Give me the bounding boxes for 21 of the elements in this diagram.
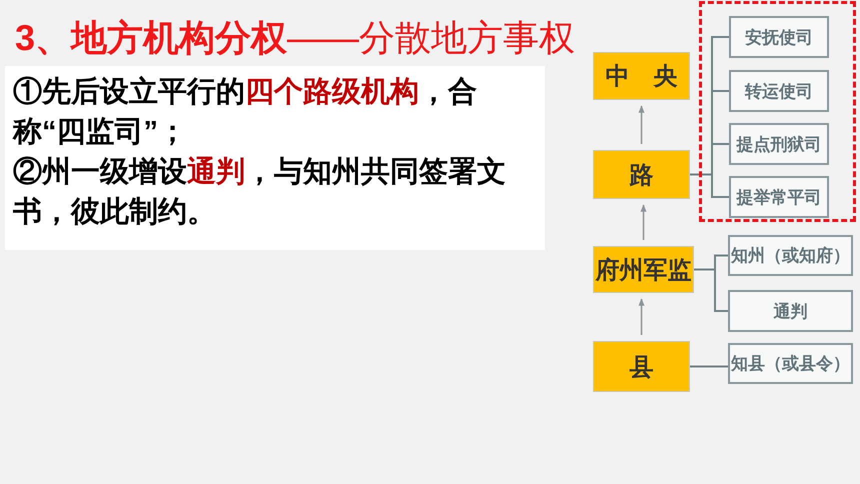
dashed-frame bbox=[699, 1, 856, 222]
connector-line bbox=[694, 268, 728, 312]
note-text: ②州一级增设通判，与知州共同签署文书，彼此制约。 bbox=[13, 155, 507, 230]
arrow bbox=[638, 298, 644, 335]
slide-title: 3、地方机构分权——分散地方事权 bbox=[15, 16, 576, 60]
office-box: 提点刑狱司 bbox=[729, 123, 829, 165]
note-text: ①先后设立平行的四个路级机构，合称“四监司”； bbox=[13, 74, 478, 150]
office-box: 提举常平司 bbox=[729, 176, 829, 218]
office-box: 通判 bbox=[728, 290, 853, 332]
office-box: 安抚使司 bbox=[729, 16, 829, 58]
office-box: 知州（或知府） bbox=[728, 235, 853, 276]
level-box: 县 bbox=[593, 341, 690, 392]
level-box: 府州军监 bbox=[593, 246, 694, 293]
level-box: 中 央 bbox=[593, 52, 690, 100]
arrow bbox=[640, 204, 646, 240]
arrow bbox=[638, 105, 644, 144]
office-box: 知县（或县令） bbox=[728, 343, 853, 384]
level-box: 路 bbox=[593, 150, 690, 199]
connector-line bbox=[690, 366, 728, 368]
connector-line bbox=[690, 174, 729, 198]
office-box: 转运使司 bbox=[729, 70, 829, 112]
